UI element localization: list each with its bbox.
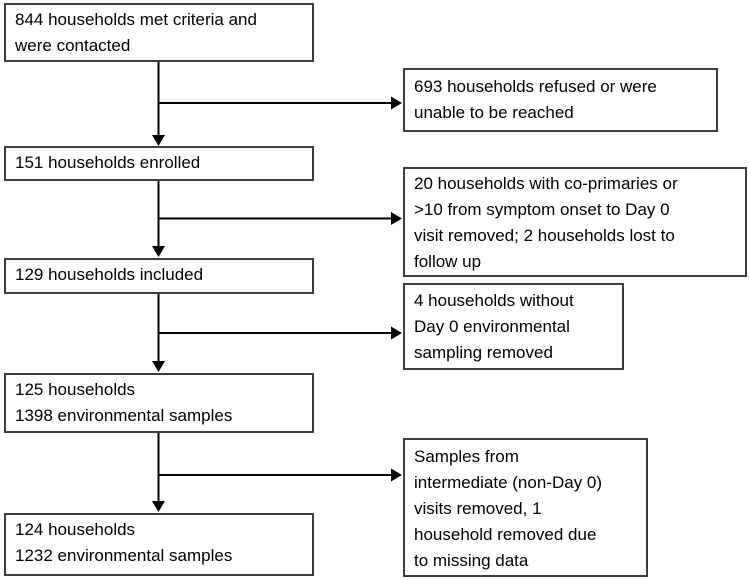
box-excluded-intermediate-samples: Samples from intermediate (non-Day 0) vi… xyxy=(403,438,648,577)
arrow-branch-to-no-day0-sampling xyxy=(158,326,402,340)
box-households-included: 129 households included xyxy=(4,258,314,294)
arrow-day0-to-final xyxy=(152,433,165,512)
arrow-branch-to-coprimaries xyxy=(158,212,402,225)
arrow-contacted-to-enrolled xyxy=(152,62,165,146)
arrow-included-to-day0 xyxy=(152,293,165,372)
box-excluded-coprimaries: 20 households with co-primaries or >10 f… xyxy=(403,167,747,277)
box-households-contacted: 844 households met criteria and were con… xyxy=(4,3,314,62)
box-excluded-refused: 693 households refused or were unable to… xyxy=(403,68,718,132)
arrow-enrolled-to-included xyxy=(152,180,165,257)
box-households-enrolled: 151 households enrolled xyxy=(4,146,314,181)
arrow-branch-to-intermediate-samples xyxy=(158,468,402,482)
box-households-day0-samples: 125 households 1398 environmental sample… xyxy=(4,373,314,433)
box-excluded-no-day0-sampling: 4 households without Day 0 environmental… xyxy=(403,283,624,370)
box-households-final-samples: 124 households 1232 environmental sample… xyxy=(4,513,314,576)
arrow-branch-to-refused xyxy=(158,96,402,110)
